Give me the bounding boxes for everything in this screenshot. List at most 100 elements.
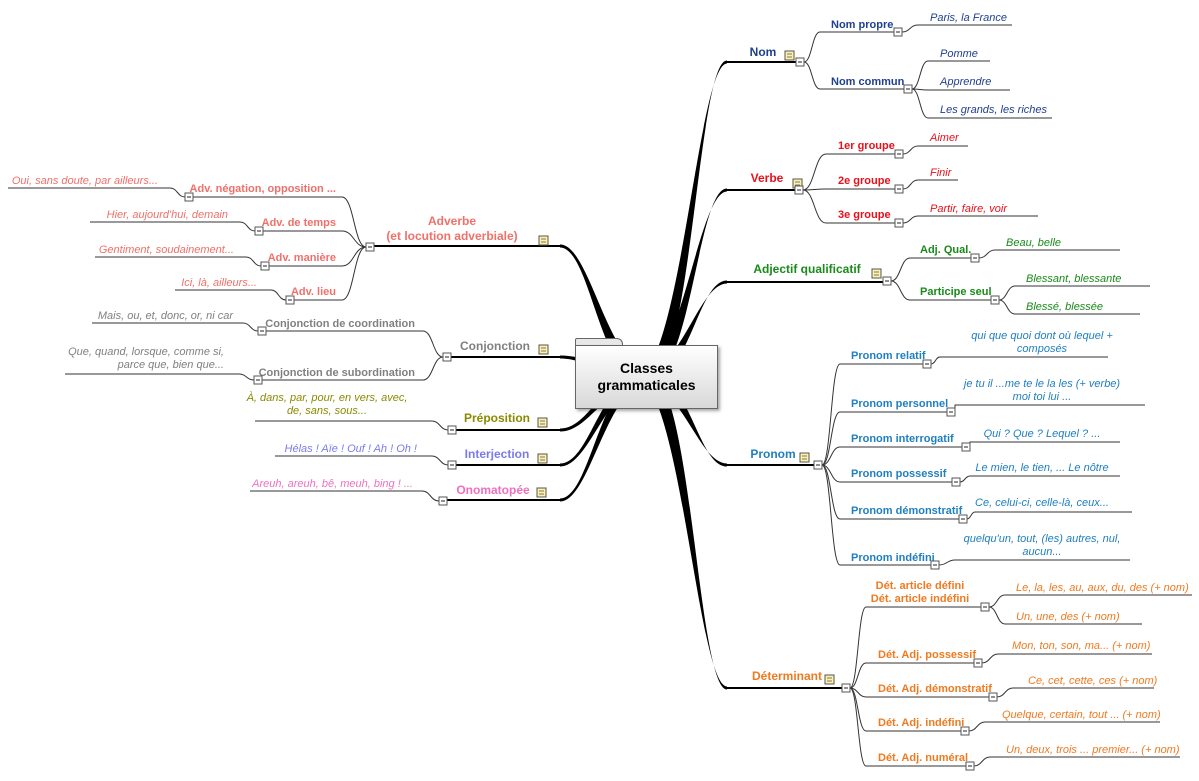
determinant-subtopic-toggle-2[interactable]: [988, 692, 998, 702]
determinant-2-fan-0: [996, 687, 1014, 698]
conjonction-fan-0: [422, 330, 444, 358]
connector-determinant: [639, 375, 727, 690]
interjection-toggle[interactable]: [447, 460, 457, 470]
adjectif-2-fan-1: [998, 299, 1016, 315]
determinant-subtopic-toggle-1[interactable]: [973, 658, 983, 668]
verbe-subtopic-toggle-1[interactable]: [894, 184, 904, 194]
verbe-leaf-0: Aimer: [929, 132, 960, 144]
determinant-subtopic-4: Dét. Adj. numéral: [878, 752, 968, 764]
pronom-subtopic-toggle-3[interactable]: [951, 477, 961, 487]
nom-subtopic-toggle-1[interactable]: [903, 84, 913, 94]
verbe-3-fan-0: [902, 215, 919, 224]
pronom-leaf-1: je tu il ...me te le la les (+ verbe)moi…: [962, 378, 1121, 403]
adjectif-toggle[interactable]: [882, 276, 892, 286]
adverbe-subtopic-0: Adv. négation, opposition ...: [190, 183, 336, 195]
nom-p-fan-0: [901, 24, 919, 33]
determinant-leaf-2: Mon, ton, son, ma... (+ nom): [1012, 640, 1151, 652]
verbe-fan-0: [802, 153, 827, 191]
onomatopee-topic: Onomatopée: [456, 483, 530, 497]
adjectif-fan-0: [890, 257, 911, 282]
determinant-leaf-0: Le, la, les, au, aux, du, des (+ nom): [1016, 582, 1189, 594]
conjonction-1-fan-0: [238, 373, 255, 381]
determinant-subtopic-toggle-4[interactable]: [965, 761, 975, 771]
interjection-note-icon[interactable]: [537, 453, 548, 464]
adverbe-subtopic-toggle-3[interactable]: [285, 295, 295, 305]
adjectif-topic: Adjectif qualificatif: [753, 262, 861, 276]
preposition-note-icon[interactable]: [537, 417, 548, 428]
adverbe-leaf-2: Gentiment, soudainement...: [99, 244, 234, 256]
center-topic-label: Classes grammaticales: [597, 360, 696, 393]
verbe-topic: Verbe: [751, 171, 784, 185]
conjonction-subtopic-toggle-1[interactable]: [253, 375, 263, 385]
nom-toggle[interactable]: [795, 57, 805, 67]
conjonction-subtopic-1: Conjonction de subordination: [259, 367, 416, 379]
conjonction-subtopic-toggle-0[interactable]: [257, 326, 267, 336]
determinant-leaf-4: Quelque, certain, tout ... (+ nom): [1002, 709, 1161, 721]
adverbe-leaf-3: Ici, là, ailleurs...: [181, 277, 257, 289]
adverbe-subtopic-toggle-0[interactable]: [184, 192, 194, 202]
determinant-toggle[interactable]: [841, 683, 851, 693]
determinant-subtopic-1: Dét. Adj. possessif: [878, 649, 976, 661]
interjection-topic: Interjection: [465, 447, 530, 461]
conjonction-note-icon[interactable]: [538, 344, 549, 355]
pronom-subtopic-toggle-0[interactable]: [922, 359, 932, 369]
pronom-subtopic-toggle-4[interactable]: [958, 514, 968, 524]
adjectif-subtopic-toggle-0[interactable]: [970, 253, 980, 263]
interjection-leaf-0: Hélas ! Aïe ! Ouf ! Ah ! Oh !: [285, 443, 417, 455]
verbe-2-fan-0: [902, 179, 919, 190]
determinant-0-fan-0: [988, 594, 1006, 608]
adverbe-leaf-0: Oui, sans doute, par ailleurs...: [12, 175, 158, 187]
verbe-subtopic-toggle-0[interactable]: [894, 149, 904, 159]
adverbe-fan-1: [341, 230, 367, 248]
adjectif-2-fan-0: [998, 285, 1016, 301]
onomatopee-toggle[interactable]: [438, 496, 448, 506]
pronom-note-icon[interactable]: [799, 452, 810, 463]
pronom-subtopic-toggle-1[interactable]: [946, 407, 956, 417]
pronom-toggle[interactable]: [813, 460, 823, 470]
adjectif-subtopic-toggle-1[interactable]: [990, 295, 1000, 305]
adjectif-leaf-2: Blessé, blessée: [1026, 301, 1103, 313]
nom-leaf-3: Les grands, les riches: [940, 104, 1047, 116]
adverbe-toggle[interactable]: [365, 242, 375, 252]
nom-c-fan-2: [911, 88, 929, 119]
determinant-4-fan-0: [973, 756, 991, 767]
nom-c-fan-0: [911, 60, 929, 90]
determinant-3-fan-0: [968, 721, 986, 732]
pronom-subtopic-1: Pronom personnel: [851, 398, 948, 410]
adverbe-fan-3: [341, 246, 367, 301]
conjonction-subtopic-0: Conjonction de coordination: [265, 318, 415, 330]
verbe-toggle[interactable]: [794, 185, 804, 195]
verbe-subtopic-toggle-2[interactable]: [894, 218, 904, 228]
pronom-fan-5: [821, 464, 841, 566]
determinant-subtopic-toggle-3[interactable]: [960, 726, 970, 736]
onomatopee-leaf-0: Areuh, areuh, bê, meuh, bing ! ...: [251, 478, 413, 490]
pronom-subtopic-4: Pronom démonstratif: [851, 505, 963, 517]
determinant-note-icon[interactable]: [824, 674, 835, 685]
pronom-subtopic-toggle-5[interactable]: [930, 560, 940, 570]
conjonction-toggle[interactable]: [442, 352, 452, 362]
nom-subtopic-toggle-0[interactable]: [893, 27, 903, 37]
onomatopee-fan-0: [421, 490, 440, 502]
center-topic[interactable]: Classes grammaticales: [575, 345, 718, 409]
preposition-toggle[interactable]: [447, 425, 457, 435]
onomatopee-note-icon[interactable]: [536, 487, 547, 498]
pronom-leaf-3: Le mien, le tien, ... Le nôtre: [975, 462, 1108, 474]
verbe-subtopic-2: 3e groupe: [838, 209, 891, 221]
adverbe-subtopic-toggle-2[interactable]: [260, 261, 270, 271]
determinant-subtopic-toggle-0[interactable]: [980, 602, 990, 612]
adverbe-note-icon[interactable]: [538, 235, 549, 246]
verbe-fan-1: [802, 188, 827, 191]
pronom-fan-1: [821, 411, 841, 466]
preposition-leaf-0: À, dans, par, pour, en vers, avec,de, sa…: [246, 391, 408, 417]
nom-note-icon[interactable]: [784, 50, 795, 61]
conjonction-leaf-1: Que, quand, lorsque, comme si,parce que,…: [68, 346, 224, 371]
conjonction-fan-1: [422, 356, 444, 381]
nom-topic: Nom: [750, 45, 777, 59]
adjectif-note-icon[interactable]: [871, 268, 882, 279]
adverbe-subtopic-toggle-1[interactable]: [254, 226, 264, 236]
pronom-subtopic-3: Pronom possessif: [851, 468, 947, 480]
pronom-subtopic-toggle-2[interactable]: [961, 442, 971, 452]
pronom-leaf-0: qui que quoi dont où lequel +composés: [971, 330, 1113, 355]
